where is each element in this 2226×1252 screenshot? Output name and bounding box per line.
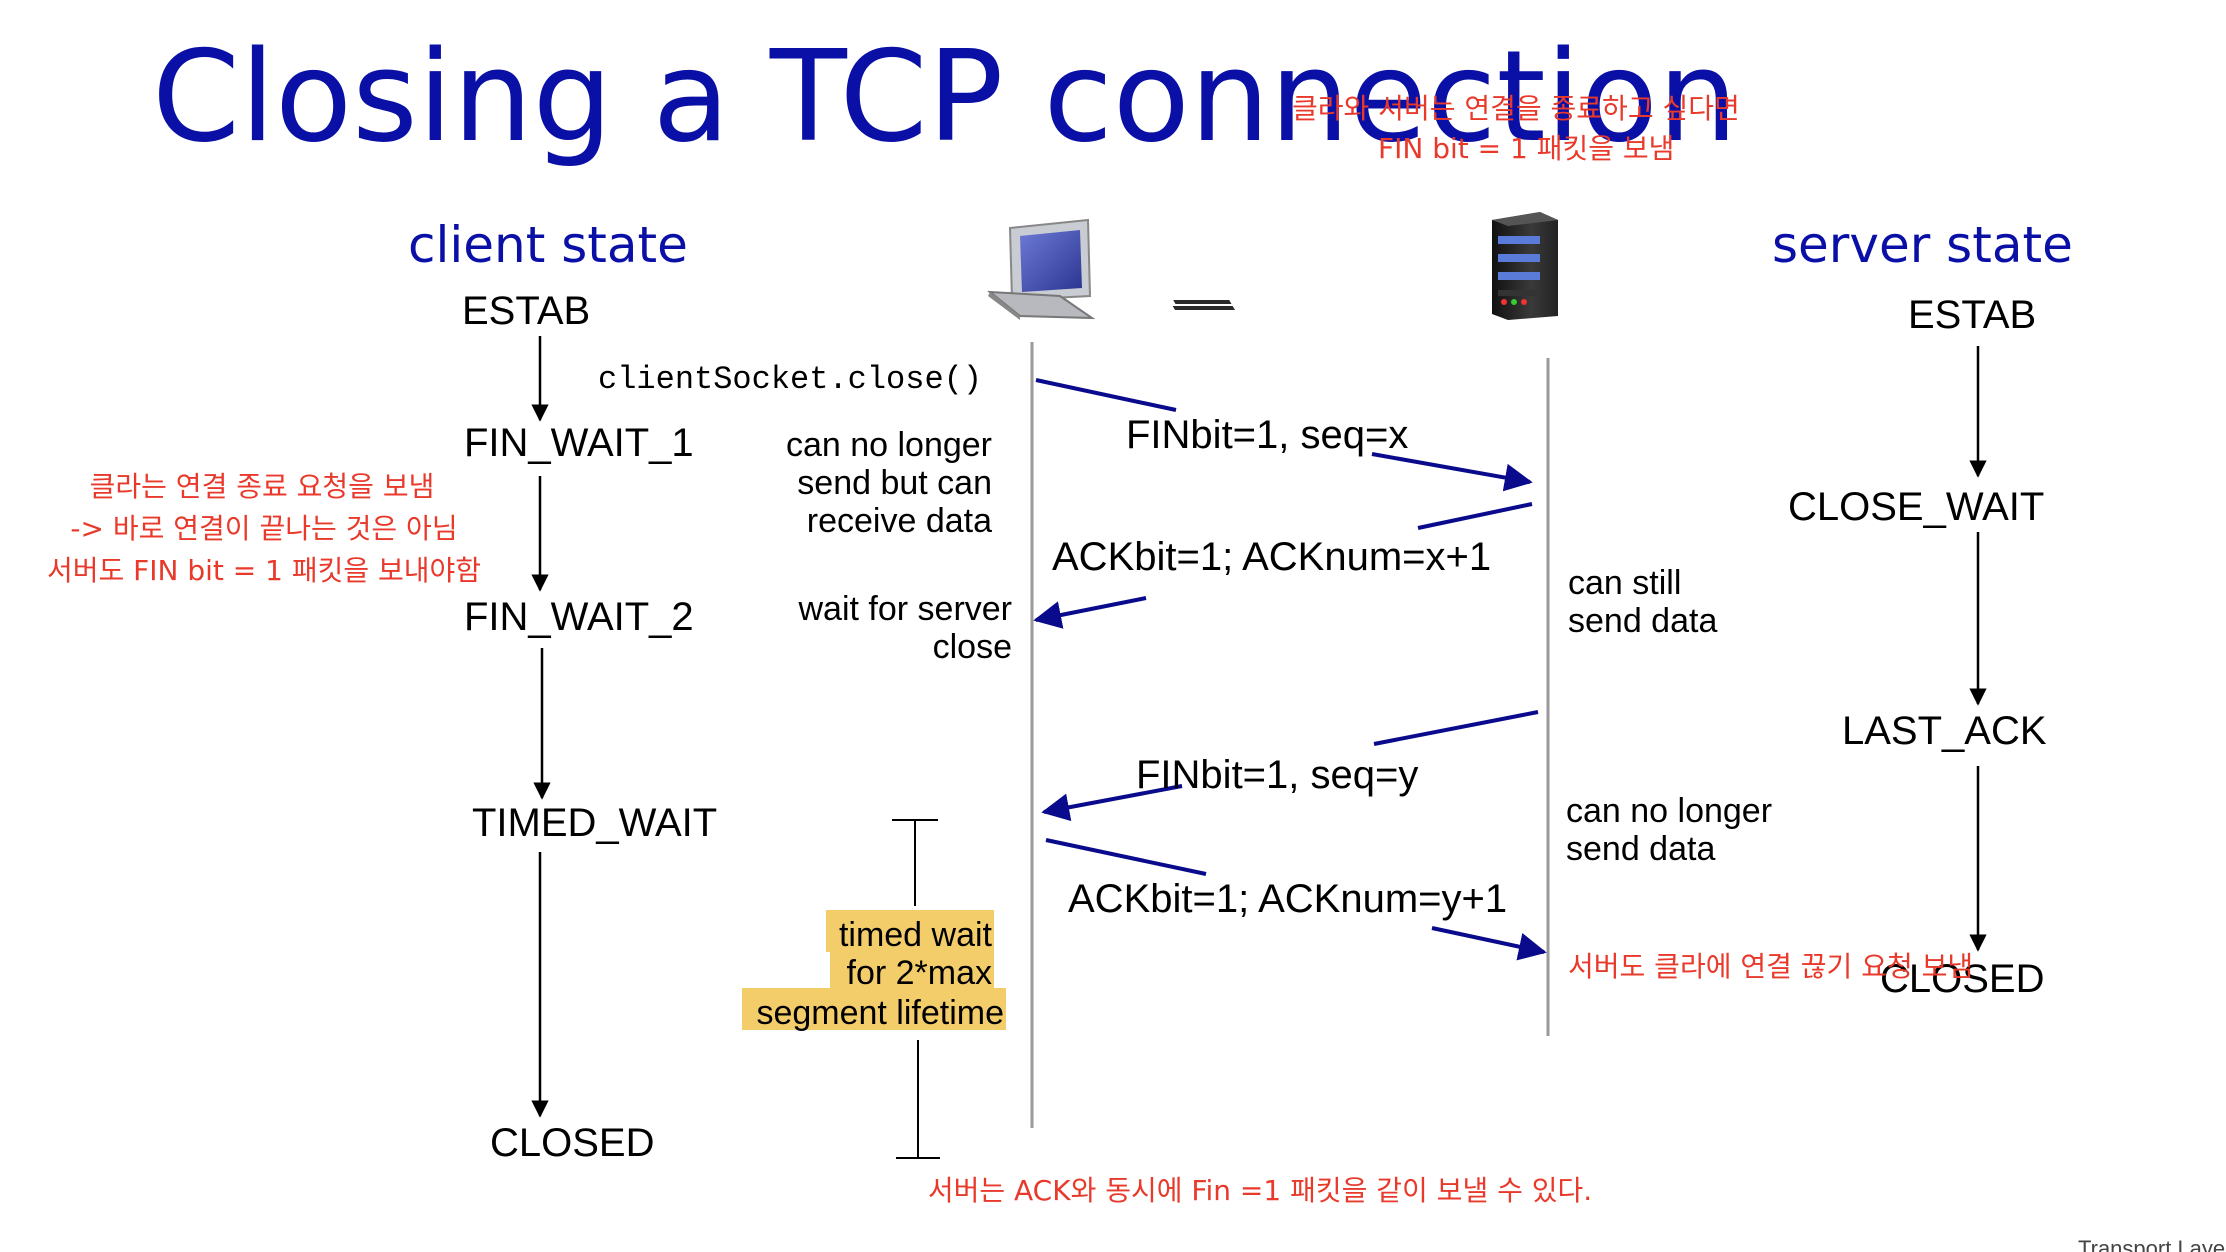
- client-note-line-2: send but can: [797, 464, 992, 502]
- client-wait-note-line-1: wait for server: [798, 590, 1013, 628]
- client-state-closed: CLOSED: [490, 1121, 655, 1165]
- message-ack-server: [1033, 502, 1533, 629]
- server-state-closed: CLOSED: [1880, 957, 2045, 1001]
- timed-wait-line-3: segment lifetime: [756, 994, 1004, 1032]
- annotation-left-line-3: 서버도 FIN bit = 1 패킷을 보내야함: [47, 554, 481, 587]
- message-ack-client: [1045, 838, 1547, 961]
- server-note-2-line-2: send data: [1566, 830, 1715, 868]
- client-state-header: client state: [408, 216, 688, 274]
- server-tower-icon: [1492, 212, 1558, 320]
- client-state-timed-wait: TIMED_WAIT: [472, 801, 717, 845]
- client-close-call: clientSocket.close(): [598, 361, 982, 398]
- server-note-2-line-1: can no longer: [1566, 792, 1772, 830]
- client-note-line-1: can no longer: [786, 426, 992, 464]
- client-state-fin-wait-2: FIN_WAIT_2: [464, 595, 694, 639]
- client-state-estab: ESTAB: [462, 289, 590, 333]
- timed-wait-line-1: timed wait: [839, 916, 993, 954]
- annotation-left-line-1: 클라는 연결 종료 요청을 보냄: [90, 470, 435, 503]
- client-wait-note-line-2: close: [933, 628, 1012, 666]
- annotation-left-line-2: -> 바로 연결이 끝나는 것은 아님: [70, 512, 457, 545]
- footer-label: Transport Layer: [2078, 1236, 2226, 1252]
- message-ack-client-label: ACKbit=1; ACKnum=y+1: [1068, 877, 1507, 921]
- server-state-last-ack: LAST_ACK: [1842, 709, 2047, 753]
- message-fin-client: [1035, 378, 1533, 492]
- annotation-top-line-1: 클라와 서버는 연결을 종료하고 싶다면: [1292, 92, 1740, 125]
- server-note-1-line-2: send data: [1568, 602, 1717, 640]
- server-state-close-wait: CLOSE_WAIT: [1788, 485, 2044, 529]
- annotation-right: 서버도 클라에 연결 끊기 요청 보냄: [1568, 950, 1973, 983]
- client-note-line-3: receive data: [807, 502, 992, 540]
- page-title: Closing a TCP connection: [152, 23, 1738, 170]
- annotation-top-line-2: FIN bit = 1 패킷을 보냄: [1378, 132, 1674, 165]
- timed-wait-highlight: [742, 910, 1006, 1030]
- message-ack-server-label: ACKbit=1; ACKnum=x+1: [1052, 535, 1491, 579]
- message-fin-client-label: FINbit=1, seq=x: [1126, 413, 1408, 457]
- server-state-estab: ESTAB: [1908, 293, 2036, 337]
- annotation-bottom: 서버는 ACK와 동시에 Fin =1 패킷을 같이 보낼 수 있다.: [928, 1174, 1592, 1207]
- server-state-header: server state: [1772, 216, 2073, 274]
- timed-wait-line-2: for 2*max: [847, 954, 993, 992]
- message-fin-server-label: FINbit=1, seq=y: [1136, 753, 1418, 797]
- client-state-fin-wait-1: FIN_WAIT_1: [464, 421, 694, 465]
- server-note-1-line-1: can still: [1568, 564, 1681, 602]
- message-fin-server: [1041, 710, 1539, 822]
- desktop-computer-icon: [986, 218, 1235, 320]
